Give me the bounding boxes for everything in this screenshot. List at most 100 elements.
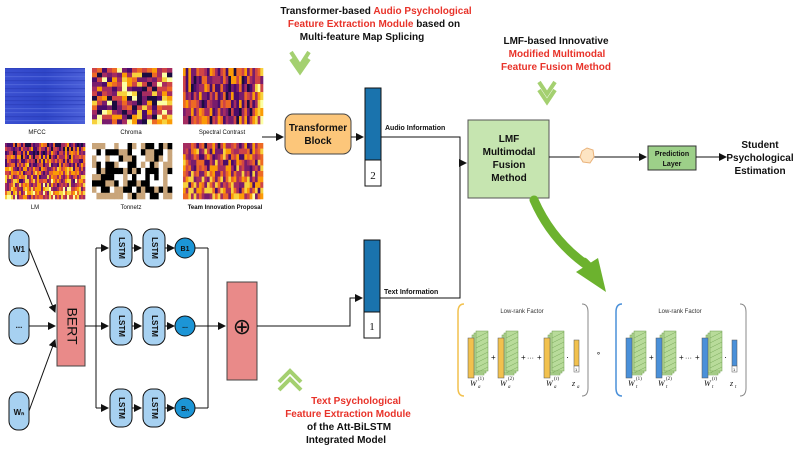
prediction-layer: Prediction Layer: [647, 145, 697, 171]
svg-text:W: W: [470, 379, 478, 388]
svg-text:+: +: [649, 353, 654, 362]
svg-text:(1): (1): [478, 377, 484, 382]
svg-text:Prediction: Prediction: [655, 151, 689, 158]
svg-text:∘: ∘: [596, 349, 601, 358]
svg-text:W: W: [704, 379, 712, 388]
svg-text:Layer: Layer: [663, 161, 682, 168]
transformer-block: Transformer Block: [284, 113, 352, 155]
svg-text:Team Innovation Proposal: Team Innovation Proposal: [188, 205, 263, 211]
svg-text:Fusion: Fusion: [493, 160, 526, 171]
fusion-method-annotation: LMF-based Innovative Modified Multimodal…: [501, 36, 611, 73]
svg-text:t: t: [735, 385, 737, 390]
text-module-chevron-icon: [277, 368, 303, 392]
svg-text:LSTM: LSTM: [117, 315, 126, 337]
svg-text:LM: LM: [31, 205, 39, 211]
svg-text:LMF: LMF: [499, 134, 520, 145]
svg-text:W: W: [500, 379, 508, 388]
svg-text:...: ...: [182, 323, 188, 330]
svg-text:LSTM: LSTM: [150, 315, 159, 337]
feature-map-team-innovation-proposal: Team Innovation Proposal: [183, 143, 264, 211]
lstm-row-3: LSTM LSTM Bₙ: [109, 388, 196, 428]
svg-text:a: a: [554, 385, 557, 390]
svg-text:Feature Extraction Module base: Feature Extraction Module based on: [288, 19, 460, 30]
svg-text:Transformer: Transformer: [289, 123, 347, 134]
svg-text:+: +: [679, 353, 684, 362]
svg-text:z: z: [729, 379, 734, 388]
fused-feature-icon: [579, 147, 595, 164]
svg-text:t: t: [636, 385, 638, 390]
audio-feature-vector: 2: [364, 87, 382, 187]
audio-information-label: Audio Information: [385, 125, 445, 132]
svg-text:t: t: [666, 385, 668, 390]
lmf-fusion-block: LMF Multimodal Fusion Method: [467, 119, 550, 199]
svg-text:Multi-feature Map Splicing: Multi-feature Map Splicing: [300, 32, 424, 43]
svg-text:LSTM: LSTM: [150, 397, 159, 419]
svg-text:Chroma: Chroma: [120, 130, 142, 136]
svg-text:⊕: ⊕: [233, 314, 251, 339]
svg-text:...: ...: [16, 321, 23, 330]
svg-text:(r): (r): [554, 377, 559, 382]
feature-map-spectral-contrast: Spectral Contrast: [183, 68, 264, 136]
bert-block: BERT: [56, 285, 86, 367]
svg-text:Tonnetz: Tonnetz: [120, 205, 141, 211]
svg-text:LSTM: LSTM: [117, 237, 126, 259]
svg-text:Method: Method: [491, 173, 527, 184]
svg-text:2: 2: [370, 170, 376, 182]
svg-text:Modified Multimodal: Modified Multimodal: [509, 49, 606, 60]
svg-text:W: W: [546, 379, 554, 388]
svg-text:+: +: [521, 353, 526, 362]
svg-text:(2): (2): [666, 377, 672, 382]
svg-text:1: 1: [733, 367, 736, 372]
audio-module-annotation: Transformer-based Audio Psychological Fe…: [280, 6, 472, 43]
svg-text:a: a: [508, 385, 511, 390]
feature-map-chroma: Chroma: [92, 68, 173, 136]
svg-text:Low-rank Factor: Low-rank Factor: [658, 309, 701, 315]
audio-chevron-icon: [289, 50, 311, 76]
svg-text:Bₙ: Bₙ: [181, 406, 189, 413]
svg-text:Multimodal: Multimodal: [483, 147, 536, 158]
svg-text:(r): (r): [712, 377, 717, 382]
svg-text:·: ·: [724, 352, 727, 362]
svg-text:Spectral Contrast: Spectral Contrast: [199, 130, 246, 136]
svg-text:Low-rank Factor: Low-rank Factor: [500, 309, 543, 315]
svg-text:1: 1: [369, 321, 375, 333]
svg-text:LSTM: LSTM: [117, 397, 126, 419]
svg-text:Psychological: Psychological: [726, 153, 793, 164]
svg-text:Feature Fusion Method: Feature Fusion Method: [501, 62, 611, 73]
svg-text:W: W: [628, 379, 636, 388]
text-module-annotation: Text Psychological Feature Extraction Mo…: [285, 396, 411, 446]
svg-text:···: ···: [685, 355, 692, 362]
fusion-chevron-icon: [537, 80, 557, 106]
output-label: Student Psychological Estimation: [726, 140, 793, 177]
svg-text:Wₙ: Wₙ: [14, 408, 25, 417]
svg-text:LMF-based Innovative: LMF-based Innovative: [503, 36, 608, 47]
svg-text:of the Att-BiLSTM: of the Att-BiLSTM: [307, 422, 391, 433]
svg-text:Block: Block: [304, 136, 332, 147]
svg-text:Integrated Model: Integrated Model: [306, 435, 386, 446]
text-feature-vector: 1: [363, 239, 381, 339]
svg-text:·: ·: [566, 352, 569, 362]
svg-text:W: W: [658, 379, 666, 388]
svg-text:(2): (2): [508, 377, 514, 382]
svg-text:MFCC: MFCC: [28, 130, 46, 136]
svg-text:a: a: [478, 385, 481, 390]
svg-text:z: z: [571, 379, 576, 388]
text-input-wn: Wₙ: [8, 391, 30, 431]
svg-text:···: ···: [527, 355, 534, 362]
svg-text:t: t: [712, 385, 714, 390]
svg-text:BERT: BERT: [64, 307, 80, 345]
feature-map-tonnetz: Tonnetz: [92, 143, 173, 211]
svg-text:+: +: [491, 353, 496, 362]
svg-text:Student: Student: [741, 140, 779, 151]
svg-text:1: 1: [575, 367, 578, 372]
text-input-w1: W1: [8, 229, 30, 267]
svg-text:Feature Extraction Module: Feature Extraction Module: [285, 409, 411, 420]
svg-text:LSTM: LSTM: [150, 237, 159, 259]
text-input-ellipsis: ...: [8, 307, 30, 345]
svg-text:Estimation: Estimation: [734, 166, 785, 177]
svg-text:(1): (1): [636, 377, 642, 382]
svg-text:a: a: [577, 385, 580, 390]
